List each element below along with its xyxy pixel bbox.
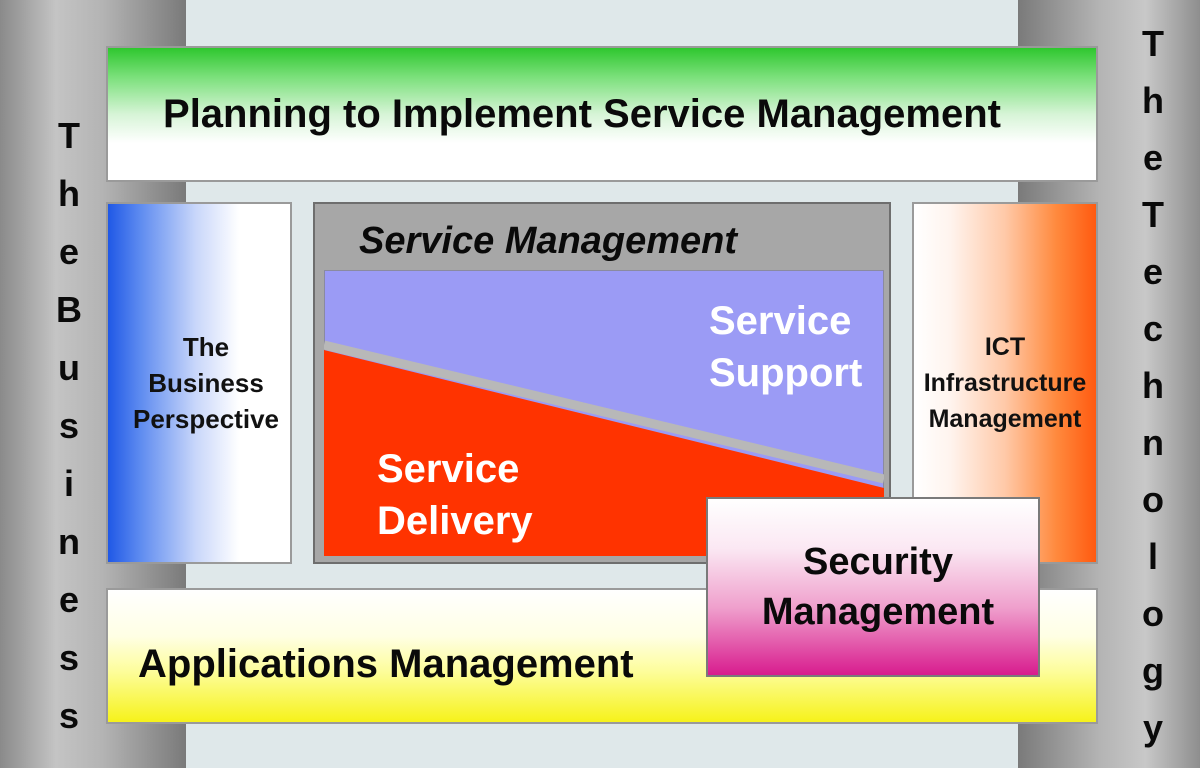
planning-box: Planning to Implement Service Management (106, 46, 1098, 182)
business-letter: i (63, 463, 74, 504)
business-letter: e (58, 231, 80, 272)
technology-letter: e (1142, 137, 1164, 178)
service-support-label-line2: Support (709, 351, 862, 395)
business-letter: T (58, 115, 80, 156)
technology-letter: e (1142, 251, 1164, 292)
technology-letter: o (1142, 479, 1164, 520)
service-management-title: Service Management (359, 220, 738, 262)
business-perspective-label: The Business Perspective (133, 332, 279, 434)
ict-infrastructure-label: ICT Infrastructure Management (923, 333, 1087, 433)
security-management-label: Security Management (761, 541, 995, 633)
technology-letter: T (1142, 23, 1164, 64)
service-delivery-label-line1: Service (377, 447, 519, 491)
planning-label: Planning to Implement Service Management (163, 91, 1001, 136)
technology-letter: c (1142, 308, 1164, 349)
technology-letter: o (1142, 593, 1164, 634)
business-letter: s (58, 695, 80, 736)
technology-letter: h (1142, 80, 1164, 121)
applications-management-label: Applications Management (138, 642, 634, 686)
technology-letter: T (1142, 194, 1164, 235)
business-letter: h (58, 173, 80, 214)
business-perspective-box: The Business Perspective (106, 202, 292, 564)
technology-letter: n (1142, 422, 1164, 463)
technology-letter: l (1147, 536, 1158, 577)
business-letter: n (58, 521, 80, 562)
technology-letter: g (1142, 650, 1164, 691)
service-support-label-line1: Service (709, 299, 851, 343)
security-management-box: Security Management (706, 497, 1040, 677)
technology-letter: h (1142, 365, 1164, 406)
service-delivery-label-line2: Delivery (377, 499, 533, 543)
technology-letter: y (1142, 707, 1164, 748)
business-letter: u (58, 347, 80, 388)
business-letter: s (58, 405, 80, 446)
business-letter: e (58, 579, 80, 620)
divider-line (324, 340, 884, 484)
business-letter: s (58, 637, 80, 678)
business-letter: B (56, 289, 82, 330)
